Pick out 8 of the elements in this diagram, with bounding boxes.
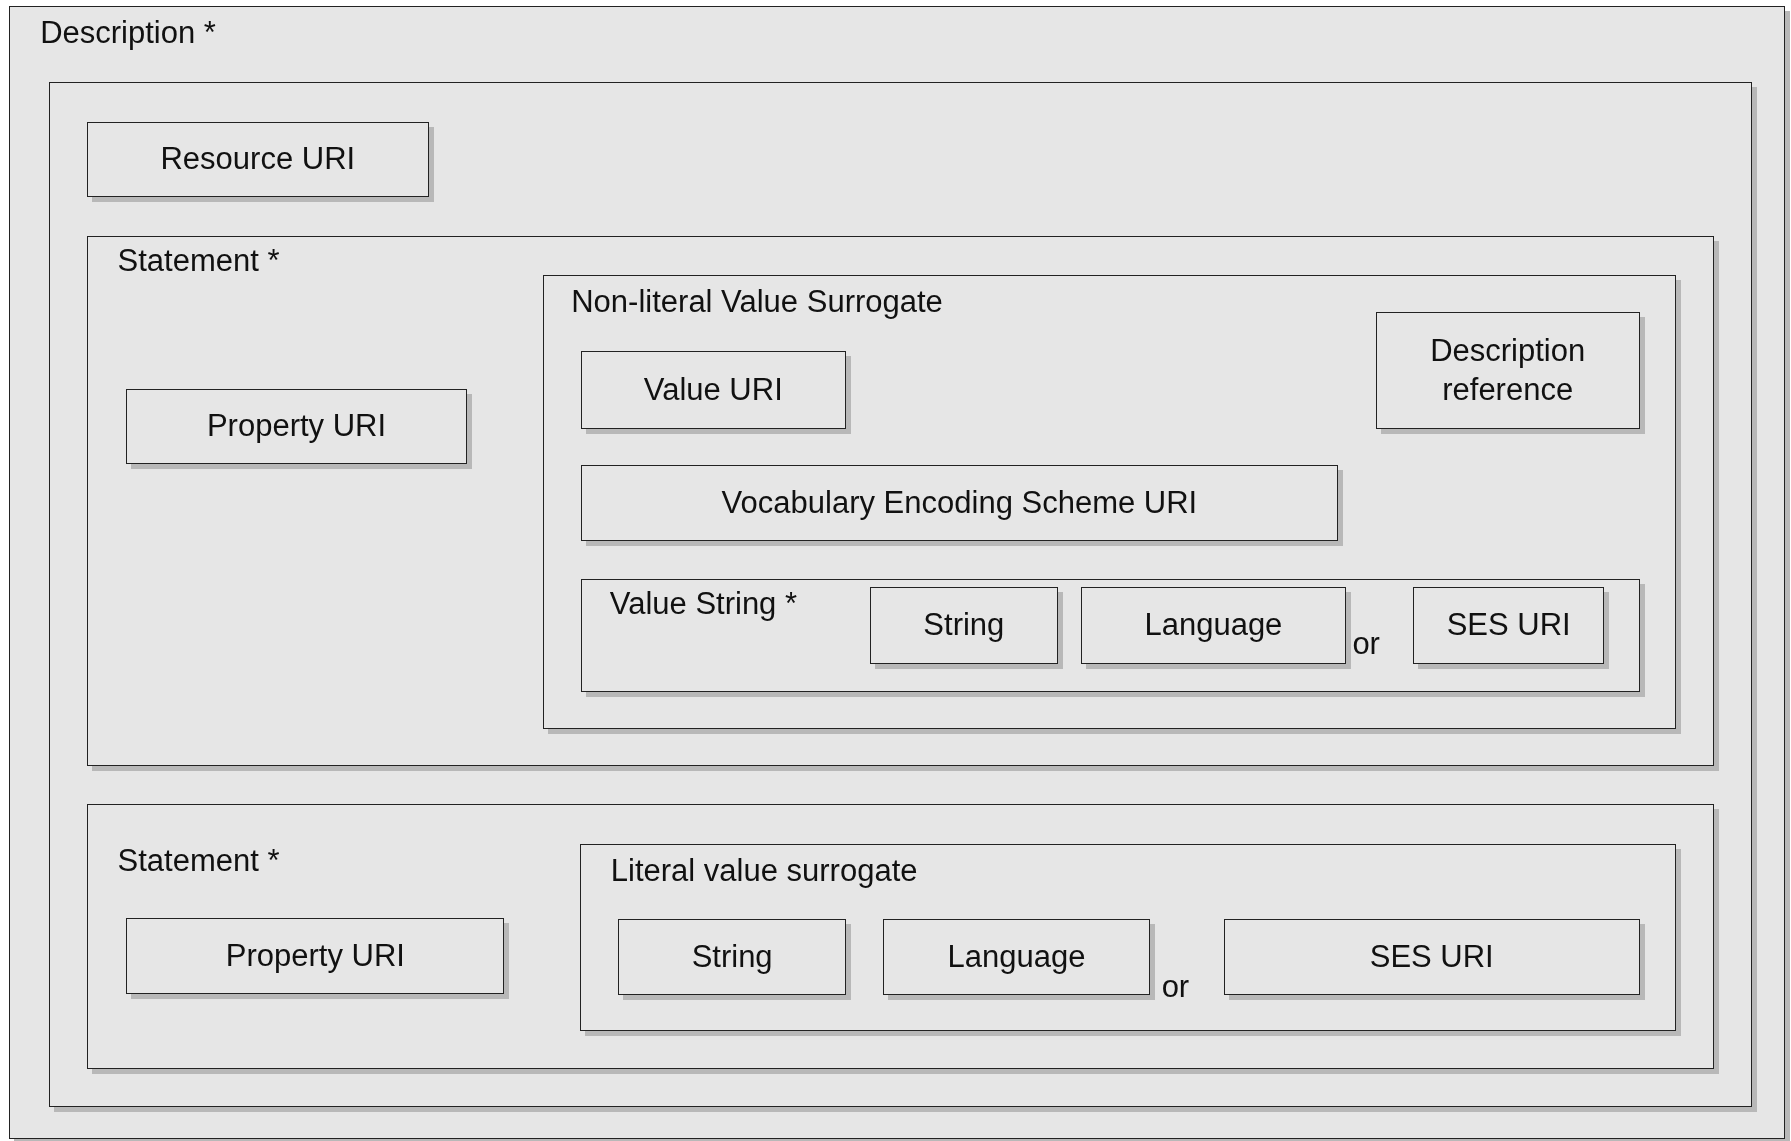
container-heading: Literal value surrogate [610, 852, 918, 889]
container-heading: Statement * [117, 842, 280, 879]
connector-word: or [1161, 968, 1190, 1005]
container-heading: Value String * [609, 585, 798, 622]
container-heading: Statement * [117, 243, 280, 280]
container-heading: Non-literal Value Surrogate [571, 283, 943, 320]
container-heading: Description * [40, 14, 216, 51]
connector-word: or [1352, 625, 1380, 662]
